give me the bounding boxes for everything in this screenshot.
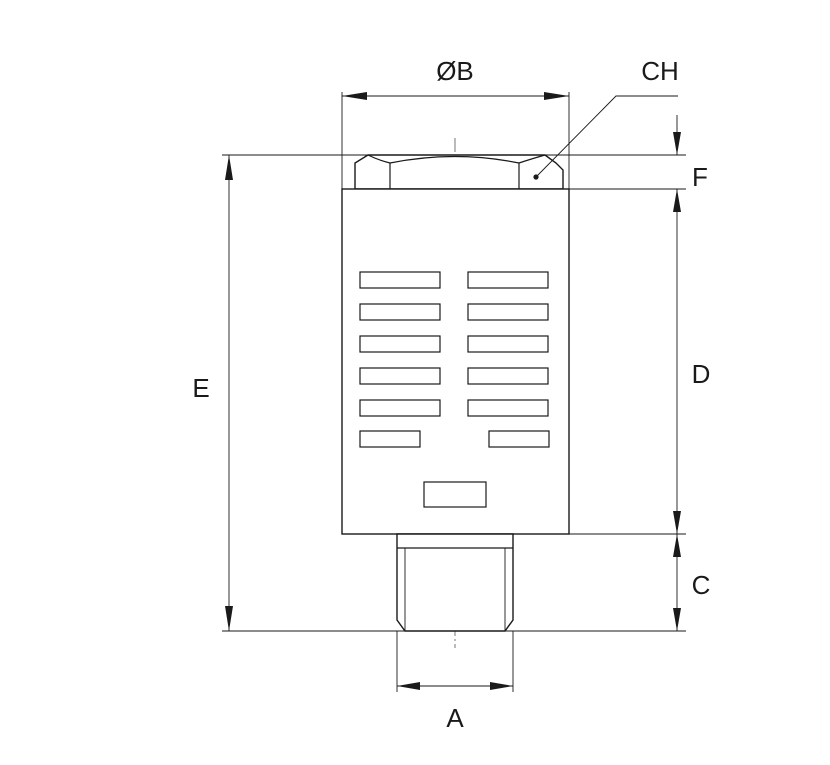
vent-slot [467,399,549,417]
label-e: E [192,373,209,403]
vent-slot [359,367,441,385]
dimension-a: A [396,631,514,733]
dimension-d: D [673,212,710,534]
vent-slot [467,335,549,353]
dimension-f: F [673,115,708,212]
label-a: A [446,703,464,733]
vent-slot [467,303,549,321]
vent-slot [488,430,550,448]
vent-slot [359,430,421,448]
hex-chamfer-left [367,154,391,164]
vent-slot [359,303,441,321]
dimension-ob: ØB [341,56,570,189]
label-ob: ØB [436,56,474,86]
vent-slot [467,271,549,289]
dimension-ch: CH [535,56,679,178]
vent-slot [359,271,441,289]
dimension-e: E [192,154,686,632]
silencer-body [341,188,570,535]
dimension-c: C [673,534,710,631]
hex-chamfer-right [518,154,546,164]
vent-slot [359,335,441,353]
label-f: F [692,162,708,192]
vent-slot [467,367,549,385]
hex-nut [354,154,564,190]
hex-chamfer-mid [389,155,520,164]
label-d: D [692,359,711,389]
vent-slots-right [467,271,550,448]
label-ch: CH [641,56,679,86]
vent-slot-bottom [423,481,487,508]
label-c: C [692,570,711,600]
vent-slots-left [359,271,441,448]
vent-slot [359,399,441,417]
